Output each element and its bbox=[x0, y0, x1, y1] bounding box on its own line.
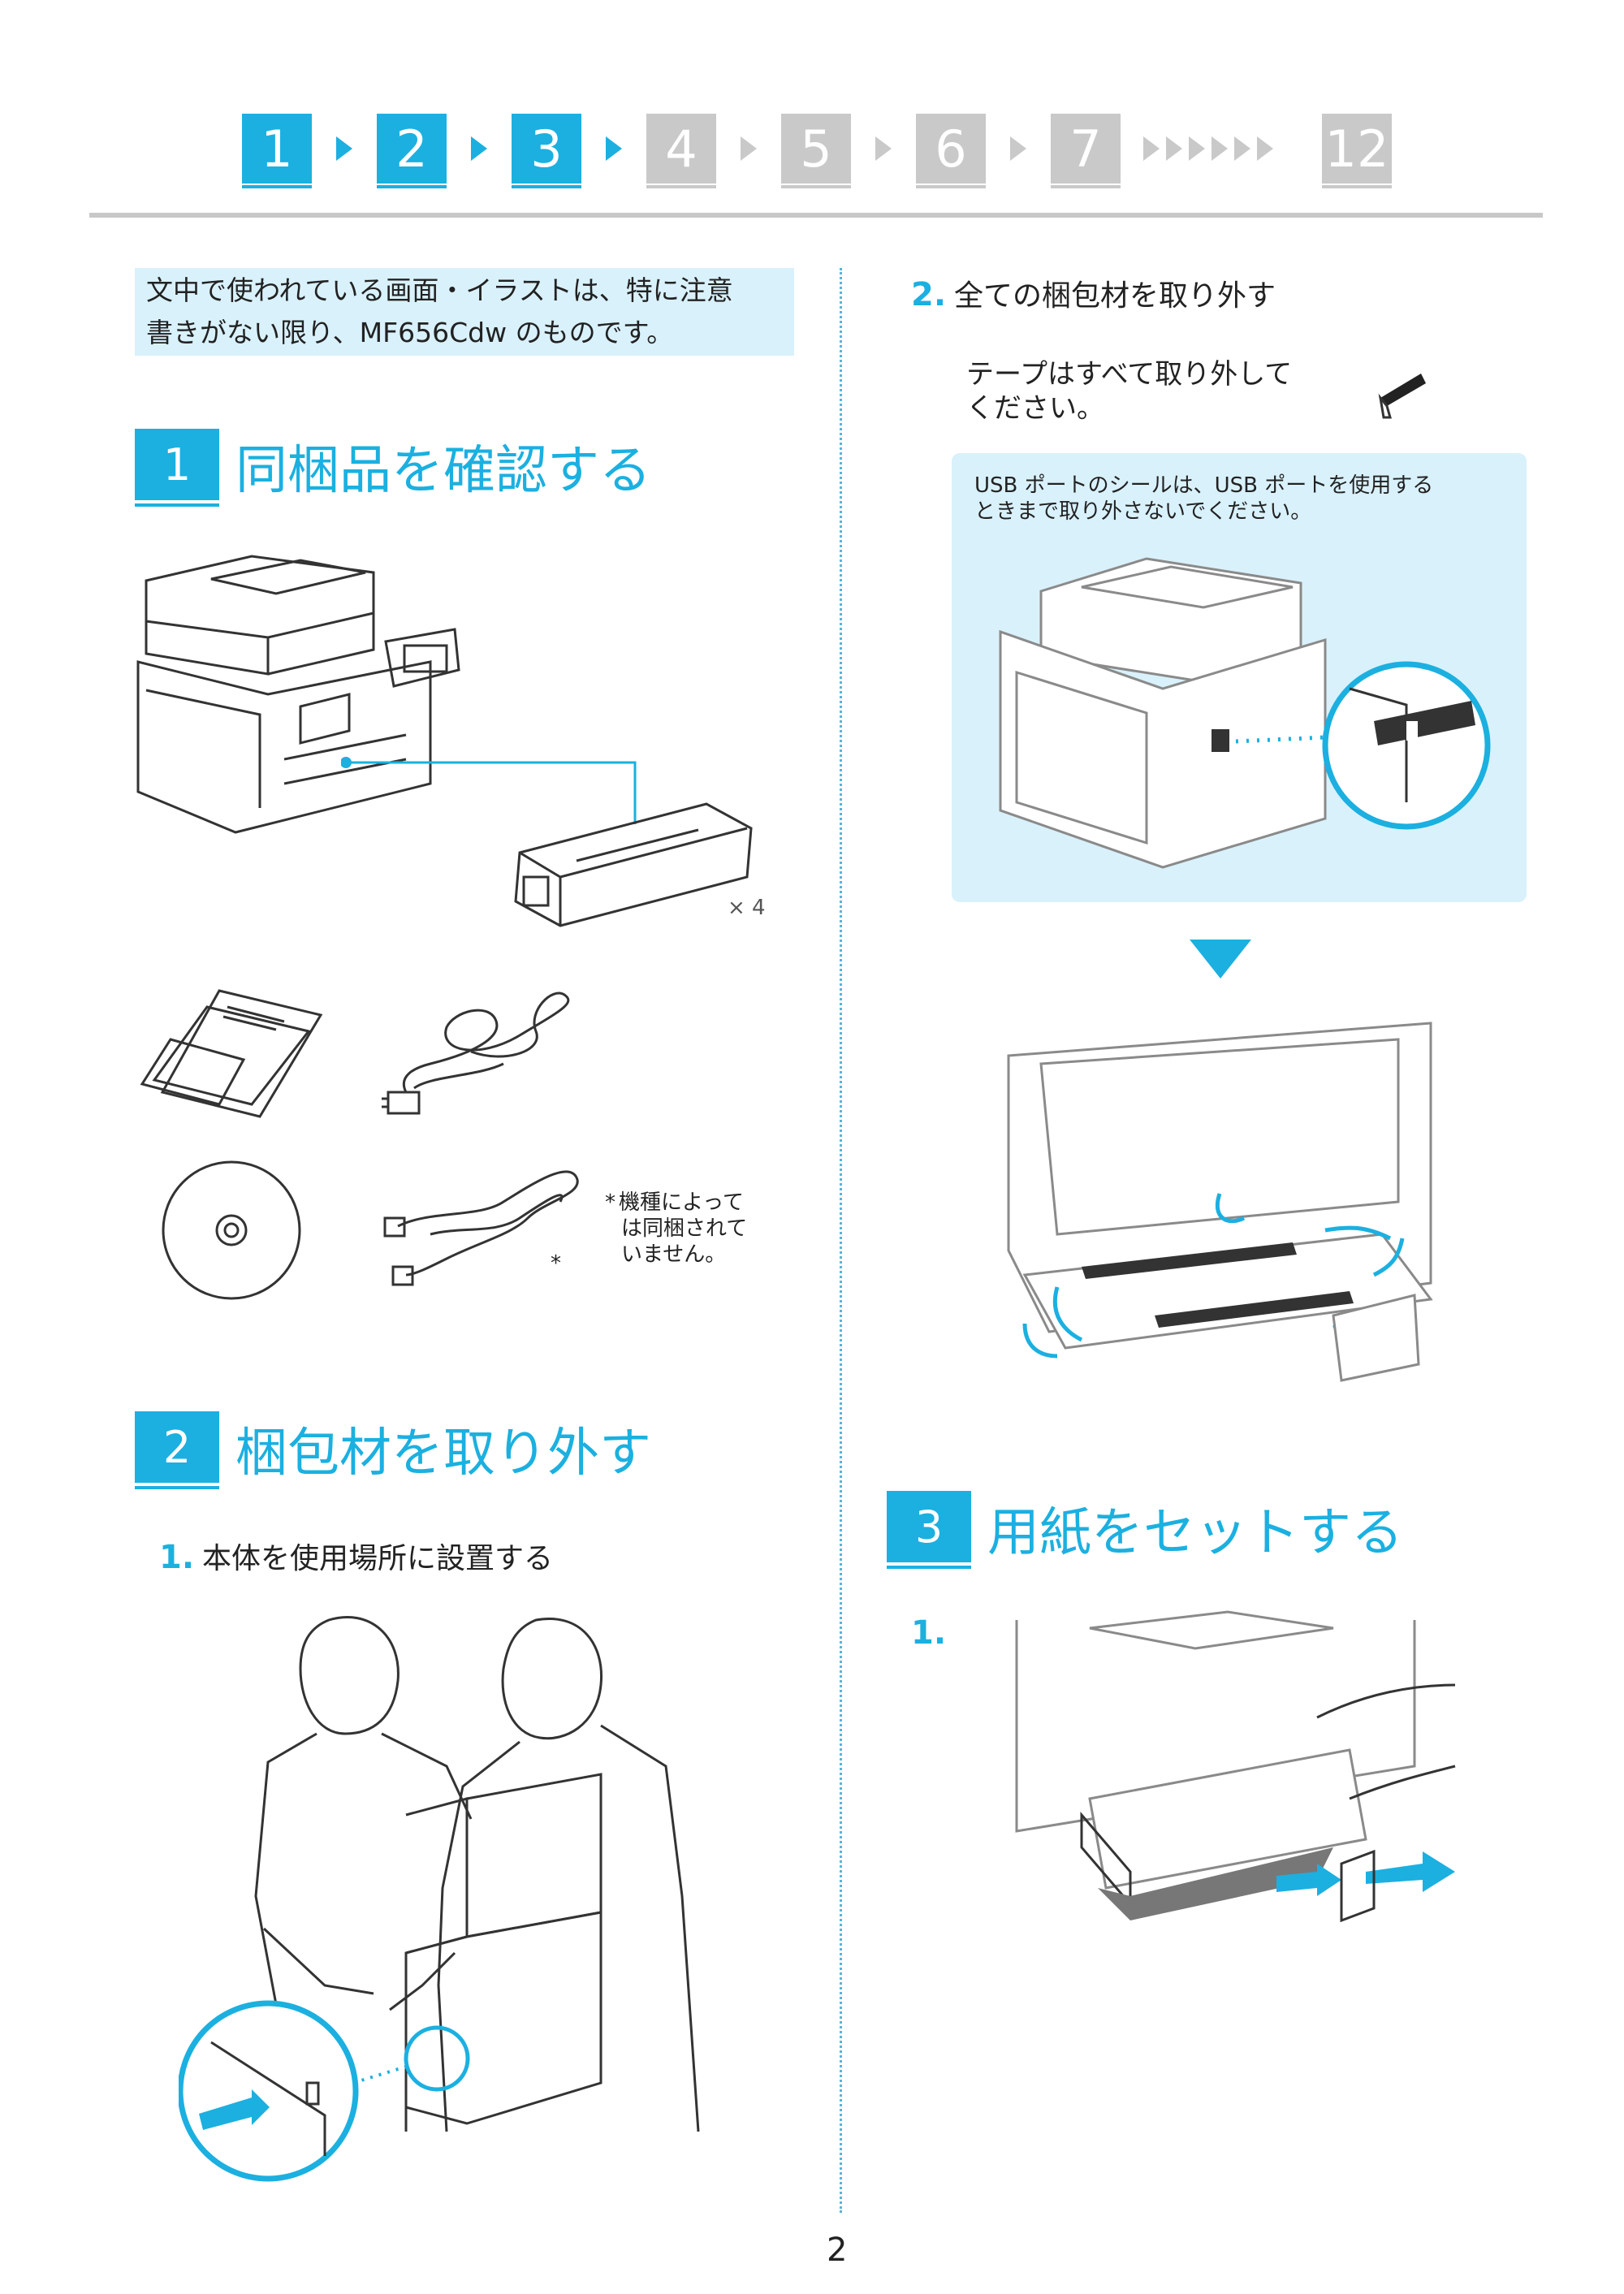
step-arrow-icon bbox=[1212, 136, 1228, 161]
step-arrow-icon bbox=[471, 136, 487, 161]
step-arrow-icon bbox=[875, 136, 892, 161]
connector-line bbox=[341, 757, 637, 824]
step-arrow-icon bbox=[1189, 136, 1205, 161]
printer-rear-usb-illustration bbox=[999, 557, 1491, 869]
down-arrow-icon bbox=[1190, 940, 1251, 979]
step-arrow-icon bbox=[606, 136, 622, 161]
manual-documents-illustration bbox=[140, 989, 323, 1118]
tape-icon bbox=[1378, 374, 1426, 419]
step-2-1-heading: 1.本体を使用場所に設置する bbox=[159, 1539, 554, 1576]
column-divider bbox=[840, 268, 842, 2213]
step-1: 1 bbox=[242, 114, 312, 188]
step-4: 4 bbox=[646, 114, 716, 188]
toner-quantity: × 4 bbox=[728, 896, 766, 920]
step-arrow-icon bbox=[741, 136, 757, 161]
usb-port-notice-panel: USB ポートのシールは、USB ポートを使用する ときまで取り外さないでくださ… bbox=[952, 453, 1527, 902]
step-2: 2 bbox=[377, 114, 447, 188]
illustration-note: 文中で使われている画面・イラストは、特に注意 書きがない限り、MF656Cdw … bbox=[135, 268, 794, 356]
step-arrow-icon bbox=[1010, 136, 1026, 161]
power-cord-illustration bbox=[382, 991, 570, 1115]
section-1-title: 同梱品を確認する bbox=[235, 441, 651, 501]
step-arrow-icon bbox=[336, 136, 352, 161]
handle-detail-callout bbox=[179, 2000, 470, 2182]
cable-asterisk: * bbox=[551, 1251, 561, 1276]
step-6: 6 bbox=[916, 114, 986, 188]
section-2-number: 2 bbox=[135, 1411, 219, 1489]
tape-instruction: テープはすべて取り外して ください。 bbox=[966, 358, 1293, 425]
step-arrow-icon bbox=[1257, 136, 1273, 161]
toner-cartridge-illustration bbox=[514, 802, 753, 927]
step-3-1-heading: 1. bbox=[911, 1614, 947, 1652]
step-3: 3 bbox=[512, 114, 581, 188]
section-1-number: 1 bbox=[135, 429, 219, 507]
step-2-2-heading: 2.全ての梱包材を取り外す bbox=[911, 276, 1276, 313]
section-3-number: 3 bbox=[887, 1491, 971, 1569]
step-arrow-icon bbox=[1143, 136, 1160, 161]
step-12: 12 bbox=[1322, 114, 1392, 188]
header-divider bbox=[89, 213, 1543, 218]
cd-rom-icon bbox=[162, 1160, 301, 1300]
step-7: 7 bbox=[1051, 114, 1121, 188]
scanner-packing-removal-illustration bbox=[1007, 1022, 1433, 1382]
telephone-cable-footnote: *機種によって は同梱されて いません。 bbox=[605, 1190, 748, 1267]
telephone-cable-illustration bbox=[383, 1170, 579, 1286]
section-3-title: 用紙をセットする bbox=[987, 1503, 1403, 1563]
page-number: 2 bbox=[827, 2231, 848, 2269]
step-5: 5 bbox=[781, 114, 851, 188]
section-2-title: 梱包材を取り外す bbox=[235, 1423, 651, 1484]
paper-drawer-pull-illustration bbox=[1015, 1610, 1456, 1923]
step-arrow-icon bbox=[1166, 136, 1182, 161]
step-arrow-icon bbox=[1234, 136, 1250, 161]
